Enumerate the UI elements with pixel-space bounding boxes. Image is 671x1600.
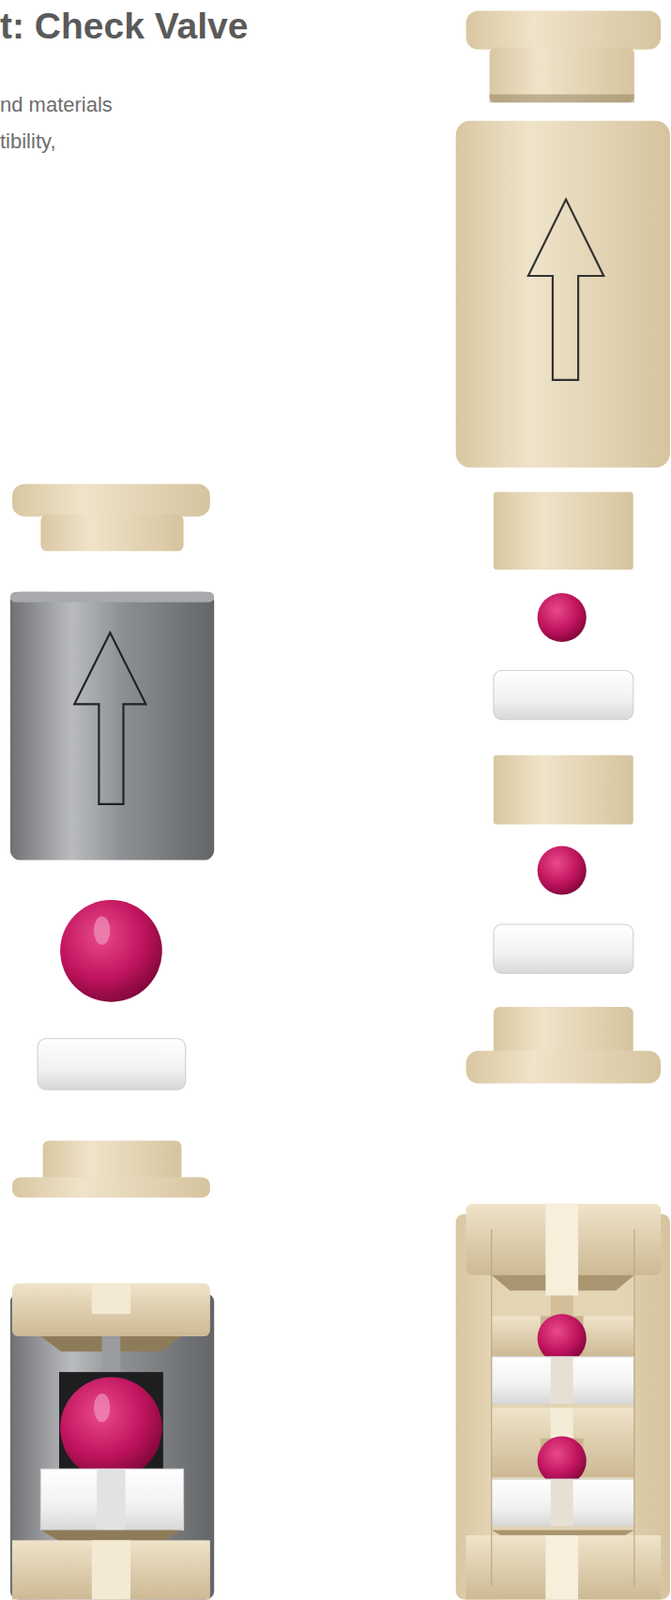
- steel-housing: [74, 632, 146, 805]
- single-valve-cross-section: [91, 1283, 131, 1315]
- ruby-ball: [60, 899, 163, 1003]
- peek-insert: [493, 755, 634, 825]
- peek-housing: [456, 121, 671, 468]
- peek-top-cap: [466, 10, 662, 49]
- single-valve-cross-section: [10, 1293, 214, 1600]
- double-valve-cross-section: [466, 1535, 662, 1600]
- single-valve-cross-section: [40, 1468, 183, 1530]
- peek-bottom-cap: [493, 1006, 634, 1056]
- ruby-ball: [537, 845, 587, 895]
- single-valve-cross-section: [91, 1540, 131, 1600]
- ceramic-seat: [493, 924, 634, 974]
- double-valve-cross-section: [633, 1229, 635, 1586]
- ceramic-seat: [493, 924, 634, 974]
- single-valve-cross-section: [60, 1377, 163, 1480]
- single-valve-cross-section: [10, 1283, 214, 1600]
- ceramic-seat: [493, 670, 634, 719]
- double-valve-cross-section: [490, 1229, 492, 1586]
- peek-bottom-cap: [12, 1177, 211, 1199]
- peek-top-cap: [489, 47, 635, 104]
- peek-housing: [528, 198, 604, 380]
- single-valve-cross-section: [93, 1393, 110, 1422]
- ruby-ball: [537, 845, 587, 895]
- peek-bottom-cap: [466, 1006, 662, 1083]
- peek-top-cap: [12, 484, 211, 518]
- ceramic-seat: [493, 670, 634, 719]
- single-valve-cross-section: [12, 1283, 211, 1338]
- double-valve-cross-section: [537, 1436, 587, 1486]
- double-valve-cross-section: [550, 1479, 574, 1526]
- ruby-ball: [93, 915, 110, 945]
- peek-insert: [493, 491, 634, 570]
- ruby-ball: [60, 899, 163, 1003]
- single-valve-cross-section: [102, 1336, 122, 1377]
- steel-housing: [10, 592, 214, 603]
- ruby-ball: [537, 593, 587, 642]
- double-valve-cross-section: [550, 1407, 574, 1439]
- peek-top-cap: [489, 94, 635, 104]
- peek-insert: [493, 491, 634, 570]
- page-title: t: Check Valve: [0, 5, 248, 47]
- peek-housing: [456, 121, 671, 468]
- intro-text: tibility,: [0, 129, 57, 154]
- ruby-ball: [537, 593, 587, 642]
- double-valve-cross-section: [537, 1313, 587, 1363]
- single-valve-cross-section: [12, 1540, 211, 1600]
- steel-housing: [10, 592, 214, 861]
- single-valve-cross-section: [96, 1468, 125, 1530]
- steel-housing: [10, 592, 214, 861]
- peek-bottom-cap: [466, 1051, 662, 1084]
- double-valve-cross-section: [550, 1357, 574, 1404]
- double-valve-cross-section: [456, 1204, 671, 1600]
- double-valve-cross-section: [545, 1535, 579, 1600]
- intro-text: nd materials: [0, 92, 113, 118]
- peek-insert: [493, 755, 634, 825]
- double-valve-cross-section: [491, 1479, 635, 1526]
- peek-top-cap: [12, 484, 211, 552]
- peek-top-cap: [40, 514, 183, 551]
- peek-top-cap: [466, 10, 662, 103]
- peek-bottom-cap: [12, 1140, 211, 1198]
- double-valve-cross-section: [491, 1357, 635, 1404]
- ceramic-seat: [37, 1038, 186, 1090]
- double-valve-cross-section: [545, 1204, 579, 1297]
- ceramic-seat: [37, 1038, 186, 1090]
- peek-bottom-cap: [43, 1140, 183, 1181]
